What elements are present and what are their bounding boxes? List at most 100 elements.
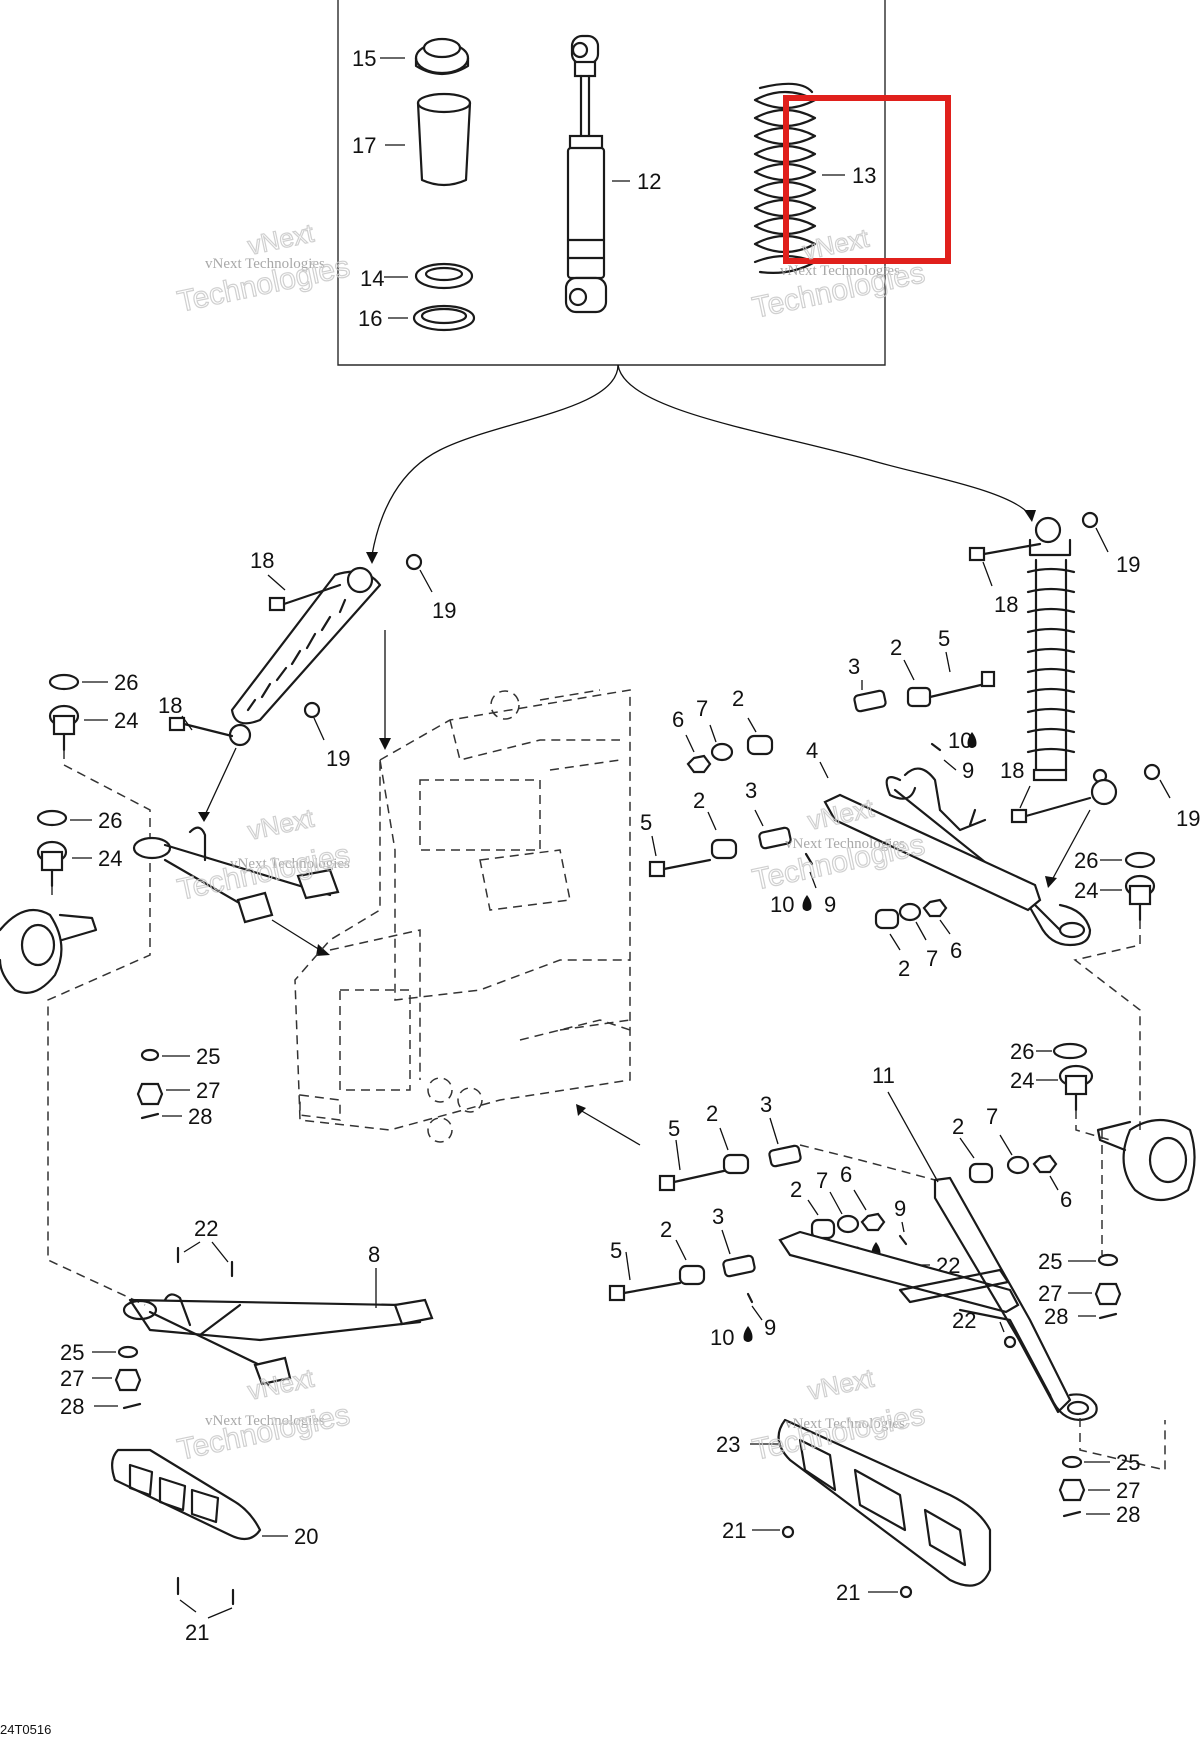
- callout-right-3-top: 3: [848, 654, 860, 679]
- right-upper-arm-hardware: 3 2 5 6 7 2 10 9 4 5: [640, 626, 1092, 981]
- callout-right-5-top: 5: [938, 626, 950, 651]
- callout-left-24-b: 24: [98, 846, 122, 871]
- callout-right-2-c: 2: [693, 788, 705, 813]
- callout-left-18-bottom: 18: [158, 693, 182, 718]
- right-steering-knuckle: [1096, 1119, 1196, 1202]
- callout-right-3-b: 3: [745, 778, 757, 803]
- callout-15: 15: [352, 46, 376, 71]
- callout-right-5-b: 5: [640, 810, 652, 835]
- part-16-ring: 16: [358, 304, 476, 332]
- callout-b7-a: 7: [986, 1104, 998, 1129]
- callout-left-25-a: 25: [196, 1044, 220, 1069]
- callout-left-19-top: 19: [432, 598, 456, 623]
- callout-l20: 20: [294, 1524, 318, 1549]
- callout-right-2-top: 2: [890, 635, 902, 660]
- part-17-sleeve: 17: [352, 92, 472, 187]
- left-shock-assembly: 18 19 18 19: [158, 548, 456, 822]
- watermark-text: vNext Technologies: [785, 1416, 905, 1432]
- watermark-text: vNext Technologies: [780, 263, 900, 279]
- part-13-coil-spring: 13: [753, 82, 876, 274]
- callout-right-10-b: 10: [770, 892, 794, 917]
- part-15-spring-seat: 15: [352, 37, 470, 76]
- callout-b25-a: 25: [1038, 1249, 1062, 1274]
- right-shock-assembly: 18 19 18 19: [968, 511, 1200, 888]
- inset-box: [337, 0, 1036, 564]
- callout-b2-d: 2: [660, 1217, 672, 1242]
- callout-left-19-bottom: 19: [326, 746, 350, 771]
- callout-l8: 8: [368, 1242, 380, 1267]
- watermark-text: vNext: [805, 1363, 877, 1406]
- callout-right-7-b: 7: [926, 946, 938, 971]
- callout-right-18-bottom: 18: [1000, 758, 1024, 783]
- callout-b11: 11: [872, 1063, 895, 1088]
- left-knuckle-hardware: 25 27 28: [136, 1044, 220, 1129]
- part-12-shock-absorber: 12: [564, 34, 661, 314]
- watermark-text: vNext Technologies: [230, 856, 350, 872]
- watermark-text: Technologies: [175, 1398, 353, 1467]
- right-ball-joint-lower: 26 24: [1010, 1039, 1111, 1255]
- callout-l28b: 28: [60, 1394, 84, 1419]
- callout-l22: 22: [194, 1216, 218, 1241]
- callout-b28-b: 28: [1116, 1502, 1140, 1527]
- callout-b27-a: 27: [1038, 1281, 1062, 1306]
- part-14-ring: 14: [360, 262, 474, 291]
- callout-b25-b: 25: [1116, 1450, 1140, 1475]
- left-lower-a-arm: 22 8 25 27 28: [60, 1216, 434, 1419]
- callout-right-2-d: 2: [898, 956, 910, 981]
- watermark-text: vNext Technologies: [785, 836, 905, 852]
- callout-b6-a: 6: [1060, 1187, 1072, 1212]
- left-skid-plate: 20 21: [111, 1448, 318, 1645]
- right-lower-a-arm: 11 5 2 3 2 7 6 2 7 6 9: [608, 1063, 1166, 1527]
- callout-right-19-bottom: 19: [1176, 806, 1200, 831]
- callout-b9-b: 9: [764, 1315, 776, 1340]
- callout-right-19-top: 19: [1116, 552, 1140, 577]
- callout-14: 14: [360, 266, 384, 291]
- callout-right-18-top: 18: [994, 592, 1018, 617]
- callout-b6-b: 6: [840, 1162, 852, 1187]
- callout-b7-b: 7: [816, 1168, 828, 1193]
- callout-right-9-b: 9: [824, 892, 836, 917]
- callout-b3-a: 3: [760, 1092, 772, 1117]
- callout-b24: 24: [1010, 1068, 1034, 1093]
- callout-13: 13: [852, 163, 876, 188]
- callout-b28-a: 28: [1044, 1304, 1068, 1329]
- callout-right-9-a: 9: [962, 758, 974, 783]
- callout-b2-b: 2: [952, 1114, 964, 1139]
- callout-left-26-b: 26: [98, 808, 122, 833]
- callout-b21-a: 21: [722, 1518, 746, 1543]
- left-ball-joint-upper: 26 24 26 24: [36, 670, 151, 1306]
- callout-right-6-a: 6: [672, 707, 684, 732]
- callout-b22-b: 22: [952, 1308, 976, 1333]
- callout-b5-a: 5: [668, 1116, 680, 1141]
- callout-12: 12: [637, 169, 661, 194]
- callout-left-27-a: 27: [196, 1078, 220, 1103]
- watermark-text: vNext: [245, 218, 317, 261]
- callout-b21-b: 21: [836, 1580, 860, 1605]
- callout-l21: 21: [185, 1620, 209, 1645]
- highlight-box: [783, 95, 951, 264]
- watermark-text: vNext Technologies: [205, 256, 325, 272]
- callout-left-26-a: 26: [114, 670, 138, 695]
- callout-l27b: 27: [60, 1366, 84, 1391]
- callout-left-24-a: 24: [114, 708, 138, 733]
- watermark-text: vNext Technologies: [205, 1413, 325, 1429]
- callout-17: 17: [352, 133, 376, 158]
- callout-b3-b: 3: [712, 1204, 724, 1229]
- watermark-text: Technologies: [750, 1398, 928, 1467]
- callout-b5-b: 5: [610, 1238, 622, 1263]
- right-ball-joint-upper: 26 24: [1073, 848, 1156, 1130]
- callout-b2-c: 2: [790, 1177, 802, 1202]
- callout-right-6-b: 6: [950, 938, 962, 963]
- vehicle-frame: [294, 689, 641, 1146]
- callout-right-26: 26: [1074, 848, 1098, 873]
- callout-right-7-a: 7: [696, 696, 708, 721]
- callout-b27-b: 27: [1116, 1478, 1140, 1503]
- callout-b10-b: 10: [710, 1325, 734, 1350]
- callout-right-4: 4: [806, 738, 818, 763]
- watermark-text: vNext: [245, 803, 317, 846]
- callout-right-24: 24: [1074, 878, 1098, 903]
- callout-b26: 26: [1010, 1039, 1034, 1064]
- left-upper-a-arm: [132, 826, 340, 956]
- callout-b2-a: 2: [706, 1101, 718, 1126]
- right-skid-plate: 23 21 21: [716, 1418, 992, 1605]
